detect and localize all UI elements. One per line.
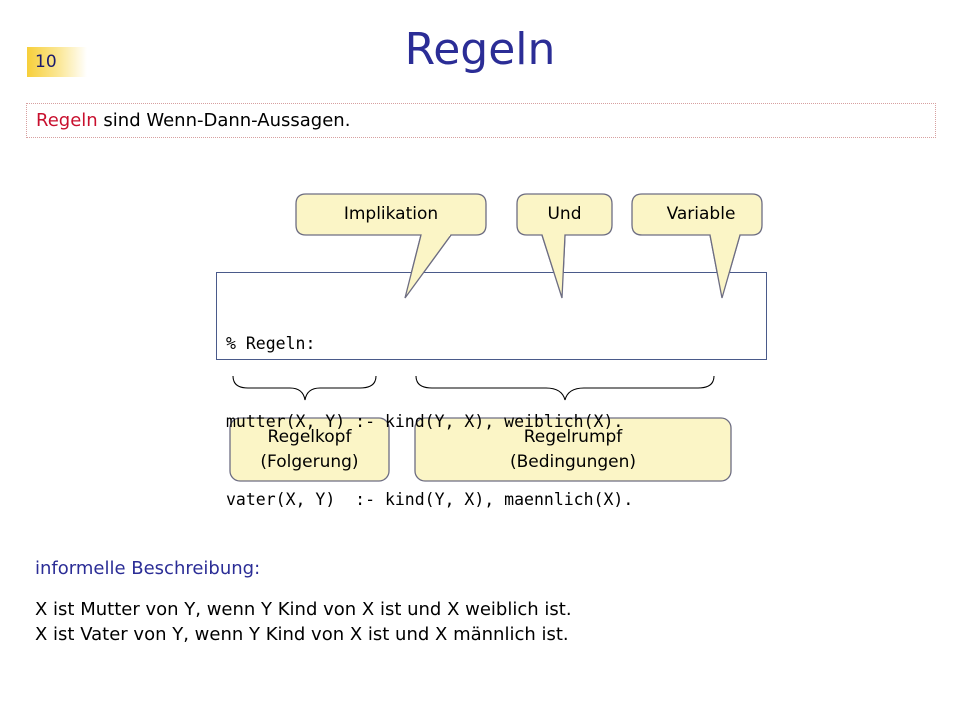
- subtitle-accent: Regeln: [36, 110, 98, 131]
- variable-tail: [709, 234, 741, 299]
- subtitle-box: Regeln sind Wenn-Dann-Aussagen.: [26, 103, 936, 138]
- code-box: % Regeln: mutter(X, Y) :- kind(Y, X), we…: [216, 272, 767, 509]
- subtitle-text: sind Wenn-Dann-Aussagen.: [97, 110, 351, 131]
- description-line: X ist Mutter von Y, wenn Y Kind von X is…: [35, 599, 572, 620]
- code-line: % Regeln:: [226, 334, 316, 353]
- und-label: Und: [547, 204, 582, 224]
- implikation-tail: [404, 234, 452, 299]
- implikation-label: Implikation: [343, 204, 439, 224]
- regelrumpf-label: Regelrumpf (Bedingungen): [415, 425, 731, 475]
- regelrumpf-line2: (Bedingungen): [509, 452, 637, 472]
- head-brace: [232, 375, 377, 401]
- code-line: mutter(X, Y) :- kind(Y, X), weiblich(X).: [226, 412, 624, 431]
- variable-label: Variable: [666, 204, 736, 224]
- code-line: vater(X, Y) :- kind(Y, X), maennlich(X).: [226, 490, 634, 509]
- regelkopf-label: Regelkopf (Folgerung): [230, 425, 389, 475]
- regelkopf-line1: Regelkopf: [267, 427, 352, 447]
- description-text: X ist Mutter von Y, wenn Y Kind von X is…: [35, 597, 572, 647]
- und-tail: [541, 234, 566, 299]
- description-line: X ist Vater von Y, wenn Y Kind von X ist…: [35, 624, 569, 645]
- slide-number: 10: [27, 47, 87, 77]
- regelrumpf-box: [414, 417, 732, 482]
- regelkopf-box: [229, 417, 390, 482]
- body-brace: [415, 375, 715, 401]
- description-heading: informelle Beschreibung:: [35, 558, 261, 579]
- slide-title: Regeln: [404, 24, 556, 75]
- regelrumpf-line1: Regelrumpf: [523, 427, 623, 447]
- regelkopf-line2: (Folgerung): [260, 452, 359, 472]
